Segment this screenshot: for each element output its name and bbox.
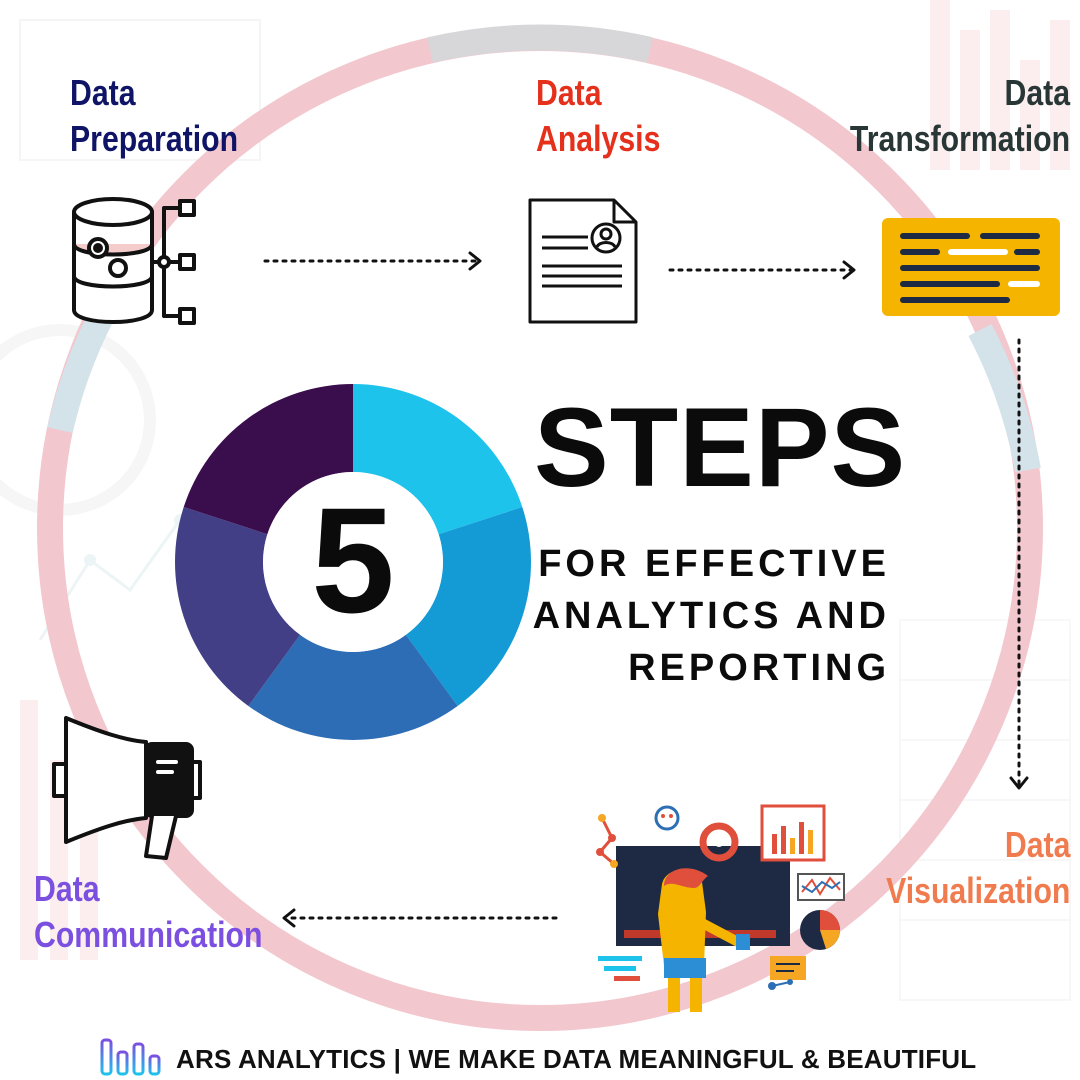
label-data-analysis-line1: Data — [536, 72, 602, 113]
label-data-transformation-line1: Data — [1004, 72, 1070, 113]
label-data-analysis: Data Analysis — [536, 70, 660, 162]
label-data-visualization-line2: Visualization — [885, 870, 1070, 911]
subtitle-line1: FOR EFFECTIVE — [538, 543, 890, 585]
label-data-preparation-line2: Preparation — [70, 118, 239, 159]
steps-title: STEPS — [534, 385, 907, 510]
label-data-preparation-line1: Data — [70, 72, 136, 113]
label-data-analysis-line2: Analysis — [536, 118, 661, 159]
person-dashboard-illustration — [596, 804, 845, 1012]
arrow-visualization-to-communication — [282, 908, 558, 928]
ars-logo-icon — [100, 1038, 161, 1076]
label-data-communication-line2: Communication — [34, 914, 263, 955]
label-data-visualization-line1: Data — [1004, 824, 1070, 865]
label-data-communication-line1: Data — [34, 868, 100, 909]
footer-tagline: ARS ANALYTICS | WE MAKE DATA MEANINGFUL … — [176, 1044, 977, 1074]
donut-segment-1 — [353, 384, 523, 535]
megaphone-icon — [52, 716, 202, 860]
background-chart-decor — [20, 0, 1070, 960]
label-data-preparation: Data Preparation — [70, 70, 238, 162]
donut-segment-5 — [183, 384, 353, 535]
label-data-visualization: Data Visualization — [886, 822, 1070, 914]
subtitle-line3: REPORTING — [628, 647, 890, 689]
document-user-icon — [528, 198, 638, 324]
label-data-transformation-line2: Transformation — [849, 118, 1070, 159]
footer: ARS ANALYTICS | WE MAKE DATA MEANINGFUL … — [0, 1038, 1080, 1078]
steps-subtitle: FOR EFFECTIVE ANALYTICS AND REPORTING — [533, 538, 890, 694]
donut-center — [263, 472, 443, 652]
five-steps-donut: 5 — [175, 384, 531, 741]
donut-segment-4 — [175, 506, 301, 707]
label-data-communication: Data Communication — [34, 866, 262, 958]
arrow-analysis-to-transformation — [668, 260, 856, 280]
arrow-transformation-to-visualization — [1009, 338, 1029, 790]
code-lines-icon — [882, 218, 1060, 316]
label-data-transformation: Data Transformation — [850, 70, 1070, 162]
database-gear-icon — [72, 197, 196, 325]
donut-segment-3 — [248, 634, 458, 741]
donut-segment-2 — [405, 506, 531, 707]
arrow-prep-to-analysis — [263, 251, 482, 271]
subtitle-line2: ANALYTICS AND — [532, 595, 890, 637]
donut-number: 5 — [311, 476, 394, 644]
